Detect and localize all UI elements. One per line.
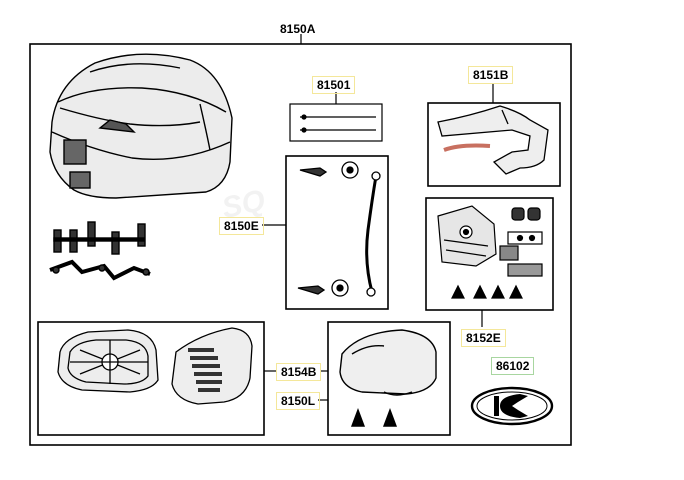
- lid-icon: [339, 329, 437, 427]
- mount-plate-icon: [437, 205, 543, 299]
- label-cover: 8151B: [468, 66, 514, 84]
- base-plate-icon: [57, 329, 159, 393]
- box-stay: [285, 155, 389, 310]
- stay-cable-icon: [297, 161, 381, 297]
- box-lid: [327, 321, 451, 436]
- label-clips: 81501: [312, 76, 356, 94]
- emblem-icon: [470, 386, 554, 426]
- reflector-lens-icon: [171, 327, 253, 405]
- top-case-icon: [49, 53, 233, 199]
- label-stay: 8150E: [219, 217, 264, 235]
- box-cover: [427, 102, 561, 187]
- box-mount-kit: [425, 197, 554, 311]
- label-lid: 8150L: [276, 392, 321, 410]
- clip-strip-icon: [289, 103, 383, 142]
- mount-bracket-icon: [49, 221, 151, 281]
- label-lens: 8154B: [276, 363, 322, 381]
- label-mount-kit: 8152E: [461, 329, 506, 347]
- label-emblem: 86102: [491, 357, 535, 375]
- cover-trim-icon: [437, 105, 549, 175]
- label-main: 8150A: [280, 22, 316, 36]
- box-base-plate: [37, 321, 265, 436]
